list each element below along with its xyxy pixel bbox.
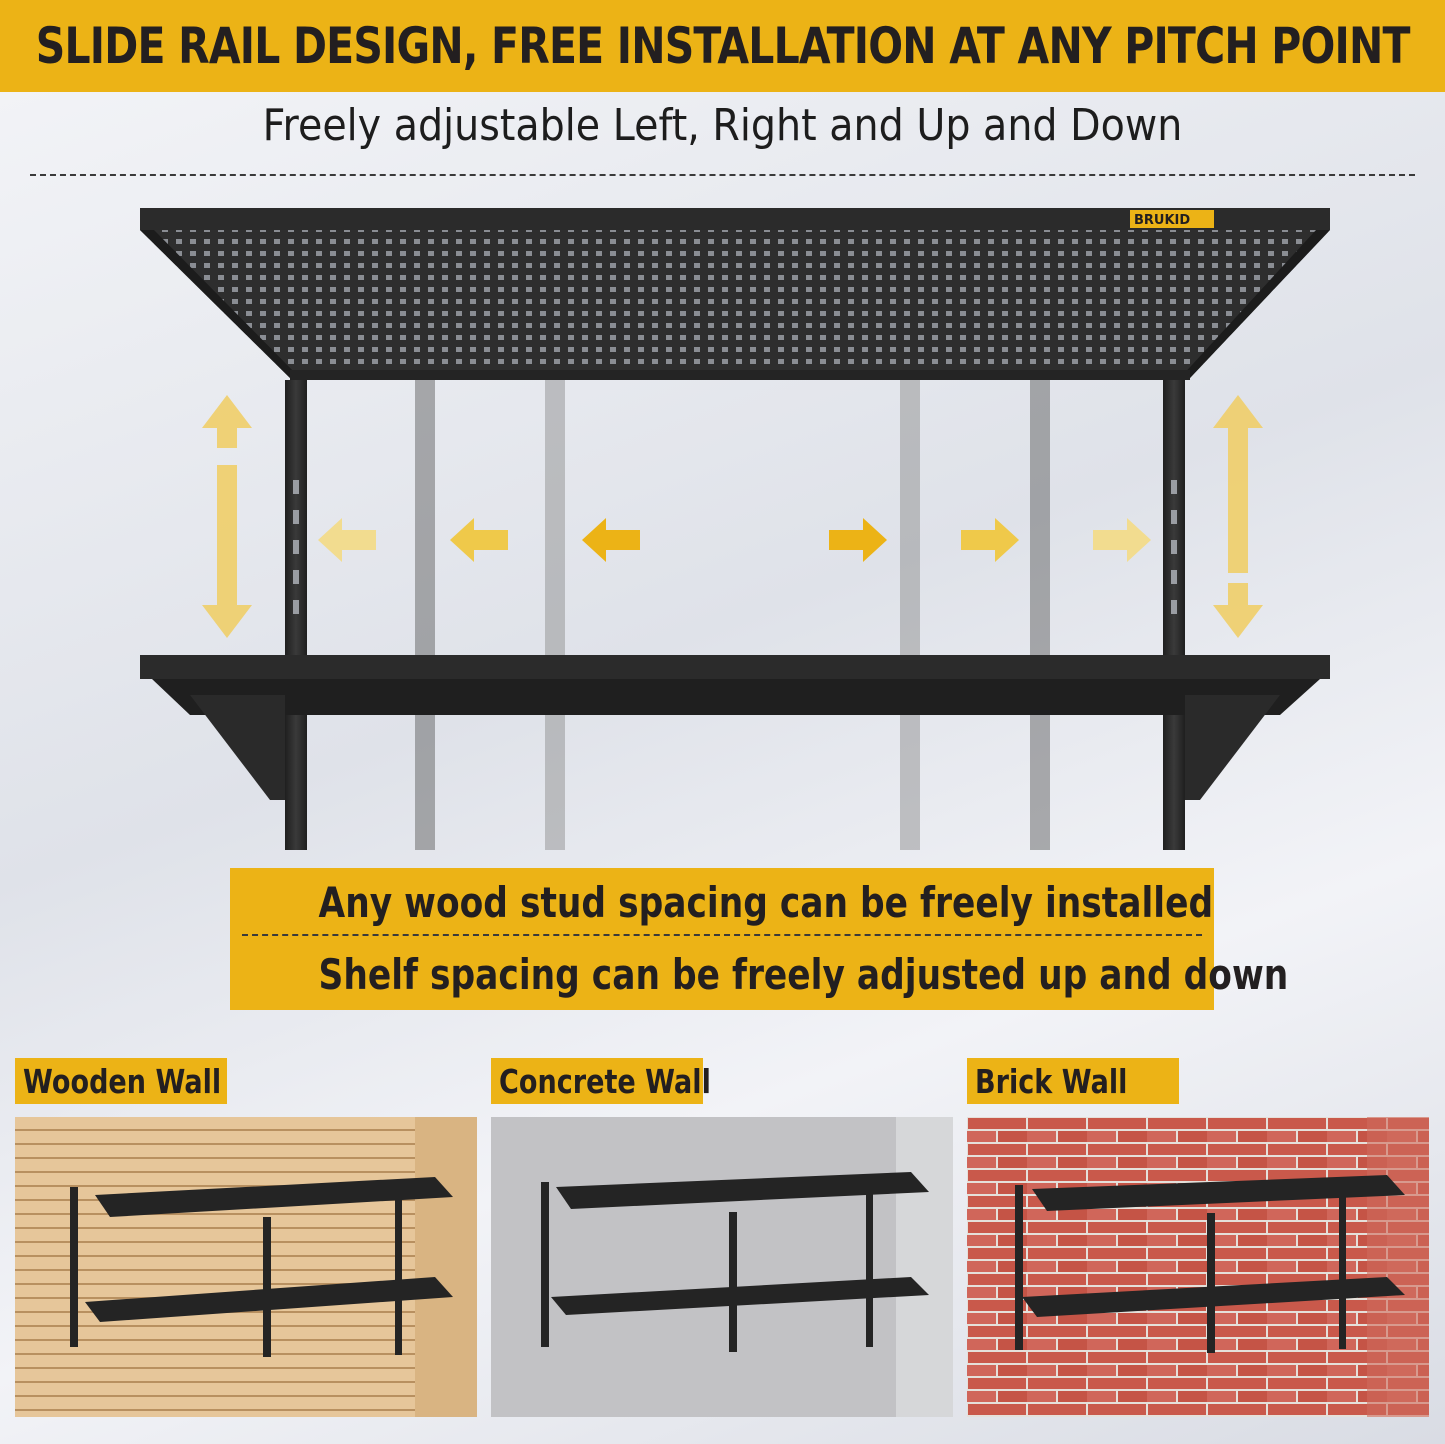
photo-brick-wall	[967, 1117, 1429, 1417]
wall-label-brick: Brick Wall	[967, 1058, 1179, 1104]
photo-wooden-wall	[15, 1117, 477, 1417]
arrow-left-icon	[318, 518, 640, 562]
callout-line-1: Any wood stud spacing can be freely inst…	[318, 878, 1214, 927]
upright-right	[1163, 380, 1185, 850]
arrow-up-down-icon	[1213, 395, 1263, 638]
top-shelf: BRUKID	[140, 208, 1330, 380]
arrow-up-down-icon	[202, 395, 252, 638]
divider	[30, 174, 1415, 176]
upright-left	[285, 380, 307, 850]
hero-shelf-illustration: BRUKID	[140, 208, 1330, 850]
callout-divider	[242, 934, 1202, 936]
header-title: SLIDE RAIL DESIGN, FREE INSTALLATION AT …	[35, 17, 1411, 75]
callout-line-2: Shelf spacing can be freely adjusted up …	[318, 950, 1289, 999]
bottom-shelf	[140, 655, 1330, 800]
arrow-right-icon	[829, 518, 1151, 562]
feature-callout: Any wood stud spacing can be freely inst…	[230, 868, 1289, 1010]
wall-label-wooden: Wooden Wall	[15, 1058, 227, 1104]
header-banner: SLIDE RAIL DESIGN, FREE INSTALLATION AT …	[0, 0, 1445, 92]
wall-label-concrete: Concrete Wall	[491, 1058, 711, 1104]
brand-logo: BRUKID	[1134, 213, 1190, 228]
subtitle: Freely adjustable Left, Right and Up and…	[262, 100, 1183, 151]
photo-concrete-wall	[491, 1117, 953, 1417]
